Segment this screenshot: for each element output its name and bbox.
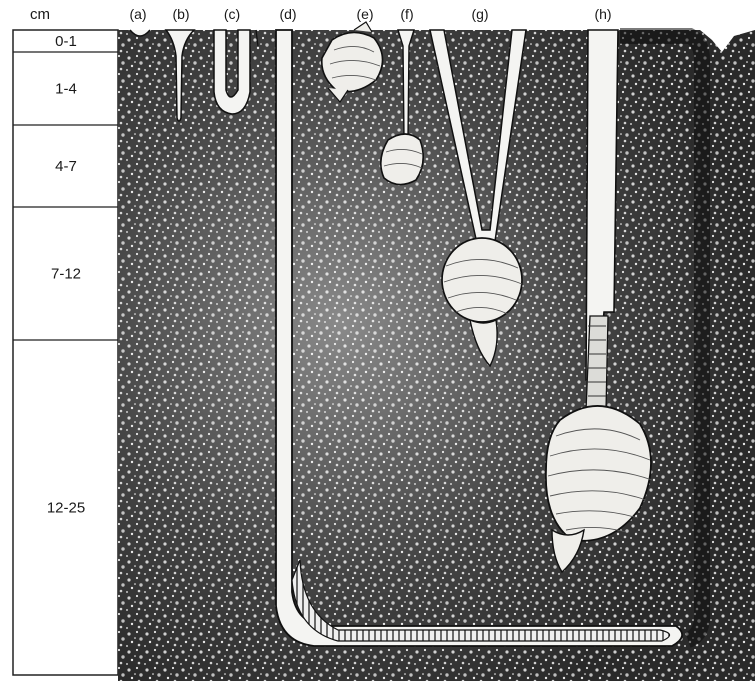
column-label: (c) bbox=[224, 6, 240, 22]
depth-label: 4-7 bbox=[55, 158, 77, 175]
column-label: (g) bbox=[471, 6, 488, 22]
depth-label: 0-1 bbox=[55, 33, 77, 50]
depth-label: 1-4 bbox=[55, 81, 77, 98]
sediment-block bbox=[118, 30, 755, 681]
depth-scale-frame bbox=[13, 30, 118, 675]
column-label: (f) bbox=[400, 6, 413, 22]
depth-scale: cm 0-1 1-4 4-7 7-12 12-25 bbox=[13, 6, 118, 675]
column-label: (d) bbox=[279, 6, 296, 22]
column-label: (e) bbox=[356, 6, 373, 22]
column-label: (a) bbox=[129, 6, 146, 22]
depth-label: 12-25 bbox=[47, 500, 85, 517]
unit-label: cm bbox=[30, 6, 50, 23]
column-labels: (a) (b) (c) (d) (e) (f) (g) (h) bbox=[129, 6, 611, 22]
column-label: (b) bbox=[172, 6, 189, 22]
column-label: (h) bbox=[594, 6, 611, 22]
depth-label: 7-12 bbox=[51, 266, 81, 283]
